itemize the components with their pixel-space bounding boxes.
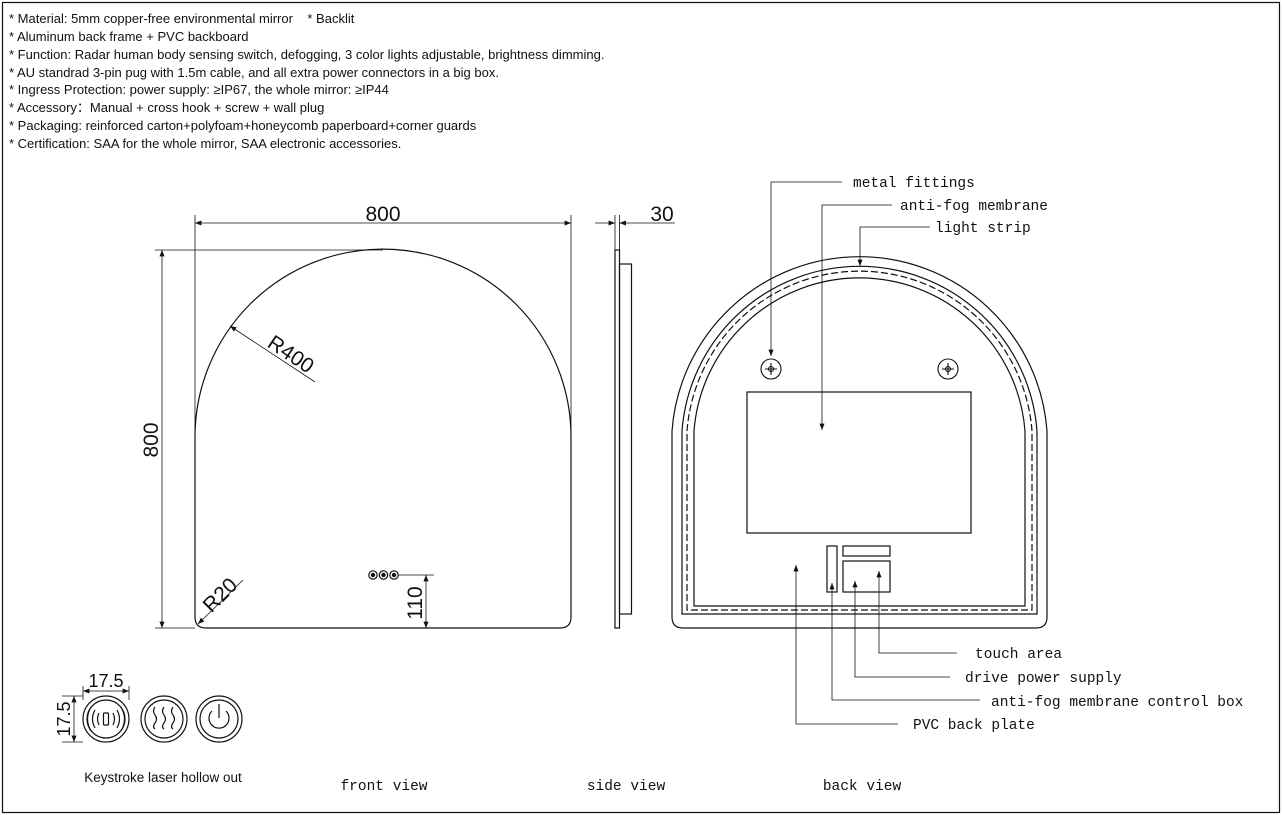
spec-material: * Material: 5mm copper-free environmenta… — [9, 11, 355, 26]
spec-function: * Function: Radar human body sensing swi… — [9, 47, 605, 62]
back-leaders — [768, 181, 980, 725]
side-view — [595, 215, 675, 629]
spec-frame: * Aluminum back frame + PVC backboard — [9, 29, 249, 44]
label-drive-power-supply: drive power supply — [965, 671, 1122, 687]
metal-fitting-left — [760, 358, 782, 380]
light-strip-dashed — [686, 270, 1033, 611]
front-view — [155, 215, 572, 629]
depth-label: 30 — [650, 203, 673, 226]
keystroke-caption: Keystroke laser hollow out — [84, 770, 242, 785]
back-frame-outer — [681, 265, 1038, 615]
label-anti-fog-control-box: anti-fog membrane control box — [991, 695, 1244, 711]
touch-area-rect — [842, 545, 891, 557]
key-width-label: 17.5 — [88, 671, 123, 691]
spec-plug: * AU standrad 3-pin pug with 1.5m cable,… — [9, 65, 499, 80]
front-view-caption: front view — [340, 779, 427, 795]
label-metal-fittings: metal fittings — [853, 176, 975, 192]
spec-packaging: * Packaging: reinforced carton+polyfoam+… — [9, 118, 477, 133]
width-label: 800 — [365, 203, 400, 226]
metal-fitting-right — [937, 358, 959, 380]
front-touch-buttons — [368, 570, 399, 580]
back-view — [671, 256, 1048, 629]
key-height-label: 17.5 — [54, 701, 74, 736]
button-height-label: 110 — [404, 586, 427, 619]
radius-corner-label: R20 — [199, 574, 243, 618]
label-pvc-back-plate: PVC back plate — [913, 718, 1035, 734]
label-light-strip: light strip — [935, 221, 1031, 237]
power-icon — [195, 695, 243, 743]
keystroke-dimensions — [62, 686, 130, 743]
back-frame-inner — [693, 277, 1026, 607]
defog-icon — [140, 695, 188, 743]
label-touch-area: touch area — [975, 647, 1062, 663]
side-view-caption: side view — [587, 779, 666, 795]
anti-fog-membrane-rect — [746, 391, 972, 534]
radar-sensor-icon — [82, 695, 130, 743]
back-view-caption: back view — [823, 779, 902, 795]
r400-leader — [229, 325, 316, 383]
mirror-outline — [194, 248, 572, 629]
r20-leader — [197, 579, 244, 625]
height-label: 800 — [140, 422, 163, 457]
spec-accessory: * Accessory：Manual + cross hook + screw … — [9, 100, 325, 115]
spec-ingress: * Ingress Protection: power supply: ≥IP6… — [9, 82, 389, 97]
label-anti-fog-membrane: anti-fog membrane — [900, 199, 1048, 215]
radius-top-label: R400 — [263, 331, 317, 378]
drive-power-rect — [842, 560, 891, 593]
back-outline — [671, 256, 1048, 629]
spec-certification: * Certification: SAA for the whole mirro… — [9, 136, 402, 151]
